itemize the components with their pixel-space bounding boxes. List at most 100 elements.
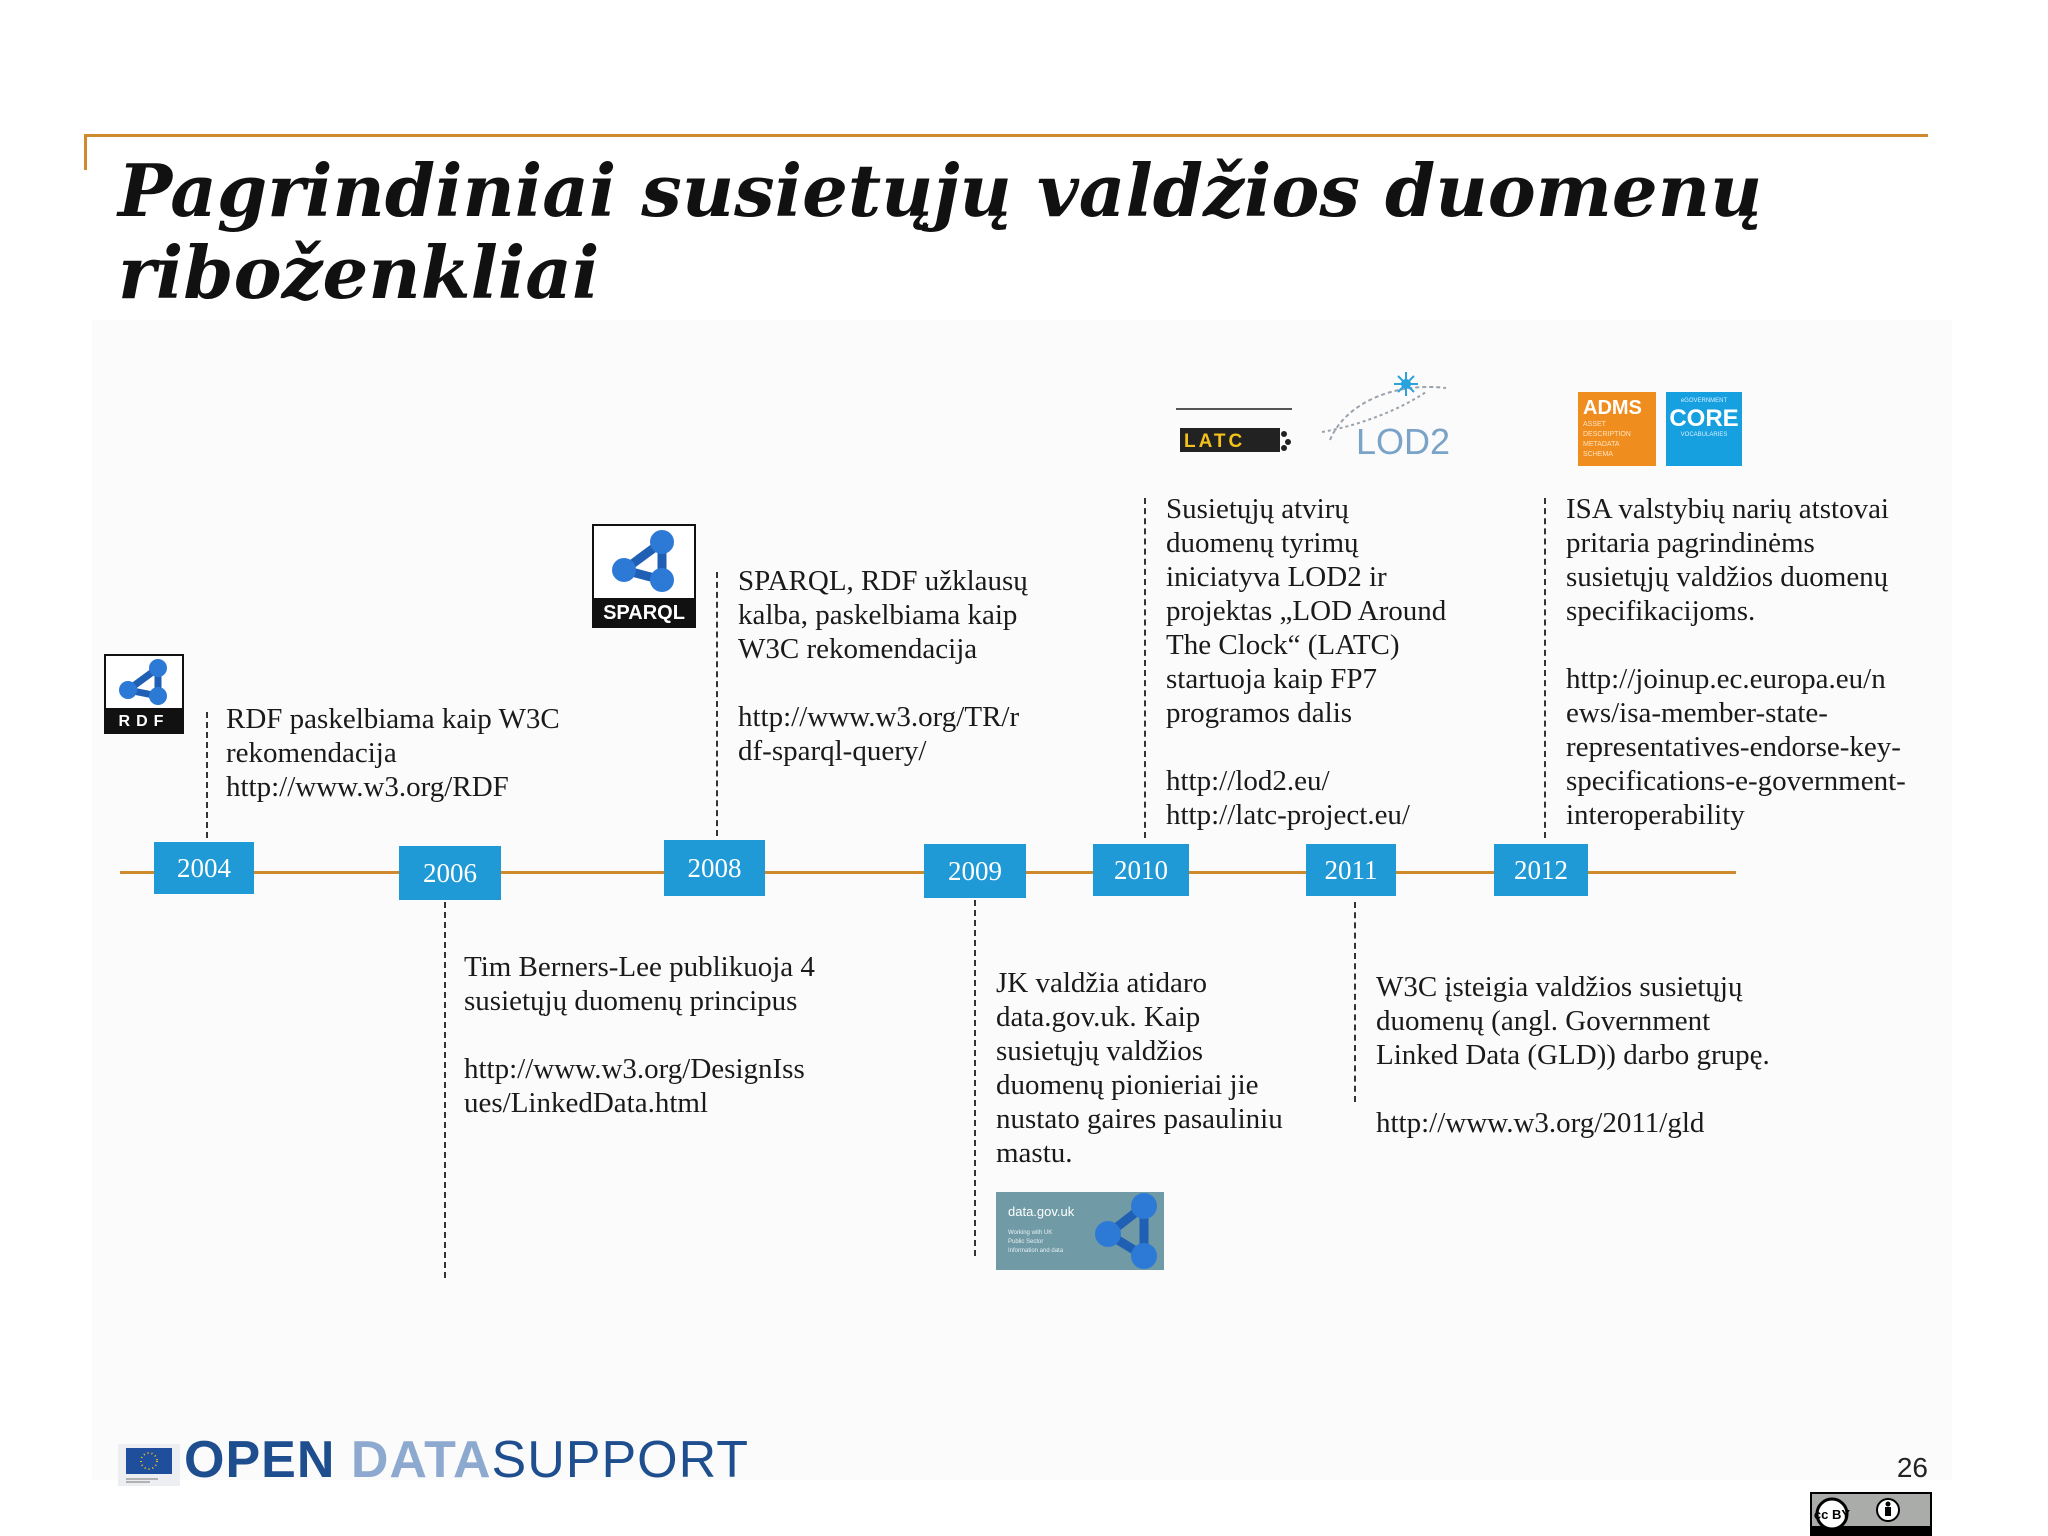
lod2-logo: LOD2 xyxy=(1316,362,1476,462)
connector-2012 xyxy=(1544,498,1546,838)
eu-flag-mark xyxy=(118,1444,180,1486)
event-2012-url: interoperability xyxy=(1566,799,1745,831)
year-2010: 2010 xyxy=(1093,844,1189,896)
latc-logo-mark: LATC xyxy=(1176,408,1292,452)
year-2004: 2004 xyxy=(154,842,254,894)
svg-text:METADATA: METADATA xyxy=(1583,441,1620,448)
rdf-logo: RDF xyxy=(104,654,184,734)
svg-text:VOCABULARIES: VOCABULARIES xyxy=(1681,432,1728,438)
event-2009-line: susietųjų valdžios xyxy=(996,1035,1204,1067)
event-2010: Susietųjų atvirų duomenų tyrimų iniciaty… xyxy=(1166,492,1496,832)
event-2010-url: http://latc-project.eu/ xyxy=(1166,799,1410,831)
event-2012-url: specifications-e-government- xyxy=(1566,765,1906,797)
sparql-logo: SPARQL xyxy=(592,524,696,628)
event-2010-line: programos dalis xyxy=(1166,697,1353,729)
eu-flag-icon xyxy=(118,1444,180,1486)
svg-text:DESCRIPTION: DESCRIPTION xyxy=(1583,431,1631,438)
event-2008-line: SPARQL, RDF užklausų xyxy=(738,565,1028,597)
event-2012-line: ISA valstybių narių atstovai xyxy=(1566,493,1889,525)
event-2006: Tim Berners-Lee publikuoja 4 susietųjų d… xyxy=(464,950,884,1120)
event-2010-line: The Clock“ (LATC) xyxy=(1166,629,1400,661)
event-2009-line: nustato gaires pasauliniu xyxy=(996,1103,1283,1135)
connector-2011 xyxy=(1354,902,1356,1102)
event-2012: ISA valstybių narių atstovai pritaria pa… xyxy=(1566,492,1946,832)
year-2008: 2008 xyxy=(664,840,765,896)
year-2009: 2009 xyxy=(924,844,1026,898)
event-2012-line: pritaria pagrindinėms xyxy=(1566,527,1815,559)
open-data-support-logo: OPEN DATASUPPORT xyxy=(184,1430,749,1490)
event-2008: SPARQL, RDF užklausų kalba, paskelbiama … xyxy=(738,564,1078,768)
event-2011: W3C įsteigia valdžios susietųjų duomenų … xyxy=(1376,970,1836,1140)
event-2009-line: JK valdžia atidaro xyxy=(996,967,1207,999)
event-2012-url: representatives-endorse-key- xyxy=(1566,731,1901,763)
event-2010-line: duomenų tyrimų xyxy=(1166,527,1359,559)
event-2011-line: W3C įsteigia valdžios susietųjų xyxy=(1376,971,1743,1003)
event-2012-line: susietųjų valdžios duomenų xyxy=(1566,561,1889,593)
event-2008-line: kalba, paskelbiama kaip xyxy=(738,599,1018,631)
event-2009-line: data.gov.uk. Kaip xyxy=(996,1001,1201,1033)
connector-2004 xyxy=(206,712,208,838)
event-2008-url: http://www.w3.org/TR/r xyxy=(738,701,1020,733)
event-2008-url: df-sparql-query/ xyxy=(738,735,927,767)
event-2011-line: duomenų (angl. Government xyxy=(1376,1005,1711,1037)
svg-text:LOD2: LOD2 xyxy=(1356,421,1450,462)
event-2009: JK valdžia atidaro data.gov.uk. Kaip sus… xyxy=(996,966,1326,1170)
top-rule-tick xyxy=(84,134,87,170)
core-vocabularies-logo: eGOVERNMENT CORE VOCABULARIES xyxy=(1666,392,1742,466)
svg-text:cc BY: cc BY xyxy=(1814,1507,1850,1522)
event-2010-line: projektas „LOD Around xyxy=(1166,595,1447,627)
lod2-logo-mark: LOD2 xyxy=(1321,372,1450,462)
event-2011-url: http://www.w3.org/2011/gld xyxy=(1376,1107,1705,1139)
event-2011-line: Linked Data (GLD)) darbo grupę. xyxy=(1376,1039,1770,1071)
cc-by-icon: cc BY xyxy=(1810,1492,1932,1536)
connector-2009 xyxy=(974,900,976,1256)
adms-logo-mark: ADMS ASSET DESCRIPTION METADATA SCHEMA xyxy=(1583,397,1642,458)
adms-logo: ADMS ASSET DESCRIPTION METADATA SCHEMA xyxy=(1578,392,1656,466)
slide-title: Pagrindiniai susietųjų valdžios duomenų … xyxy=(118,148,1763,315)
svg-text:CORE: CORE xyxy=(1669,405,1738,432)
year-2012: 2012 xyxy=(1494,844,1588,896)
event-2004-line: rekomendacija xyxy=(226,737,397,769)
event-2006-line: susietųjų duomenų principus xyxy=(464,985,798,1017)
brand-support: SUPPORT xyxy=(491,1431,749,1489)
year-2006: 2006 xyxy=(399,846,501,900)
svg-text:Information and data: Information and data xyxy=(1008,1248,1064,1254)
connector-2010 xyxy=(1144,498,1146,838)
event-2006-url: http://www.w3.org/DesignIss xyxy=(464,1053,805,1085)
datagovuk-molecule-icon: data.gov.uk Working with UK Public Secto… xyxy=(1008,1193,1157,1269)
event-2004-line: RDF paskelbiama kaip W3C xyxy=(226,703,560,735)
year-2011: 2011 xyxy=(1306,844,1396,896)
cc-by-license-badge: cc BY xyxy=(1810,1492,1932,1536)
event-2009-line: mastu. xyxy=(996,1137,1073,1169)
connector-2008 xyxy=(716,572,718,836)
top-rule xyxy=(84,134,1928,137)
sparql-molecule-icon: SPARQL xyxy=(594,530,694,626)
rdf-molecule-icon: RDF xyxy=(106,659,182,732)
core-logo-mark: eGOVERNMENT CORE VOCABULARIES xyxy=(1669,398,1738,438)
event-2006-line: Tim Berners-Lee publikuoja 4 xyxy=(464,951,815,983)
svg-text:SCHEMA: SCHEMA xyxy=(1583,451,1613,458)
event-2004-url: http://www.w3.org/RDF xyxy=(226,771,509,803)
latc-logo: LATC xyxy=(1176,406,1292,458)
page-number: 26 xyxy=(1896,1452,1928,1483)
content-background xyxy=(92,320,1952,1480)
svg-text:Public Sector: Public Sector xyxy=(1008,1239,1043,1245)
event-2009-line: duomenų pionieriai jie xyxy=(996,1069,1259,1101)
event-2008-line: W3C rekomendacija xyxy=(738,633,978,665)
svg-text:eGOVERNMENT: eGOVERNMENT xyxy=(1681,398,1728,404)
event-2010-url: http://lod2.eu/ xyxy=(1166,765,1330,797)
event-2012-url: http://joinup.ec.europa.eu/n xyxy=(1566,663,1886,695)
event-2010-line: startuoja kaip FP7 xyxy=(1166,663,1378,695)
svg-text:LATC: LATC xyxy=(1184,431,1245,452)
svg-text:Working with UK: Working with UK xyxy=(1008,1230,1052,1236)
event-2010-line: Susietųjų atvirų xyxy=(1166,493,1349,525)
event-2012-url: ews/isa-member-state- xyxy=(1566,697,1828,729)
svg-text:ASSET: ASSET xyxy=(1583,421,1607,428)
svg-text:RDF: RDF xyxy=(119,713,170,730)
event-2010-line: iniciatyva LOD2 ir xyxy=(1166,561,1387,593)
brand-data: DATA xyxy=(350,1431,492,1489)
brand-open: OPEN xyxy=(184,1431,336,1489)
event-2012-line: specifikacijoms. xyxy=(1566,595,1756,627)
datagovuk-logo: data.gov.uk Working with UK Public Secto… xyxy=(996,1192,1164,1270)
